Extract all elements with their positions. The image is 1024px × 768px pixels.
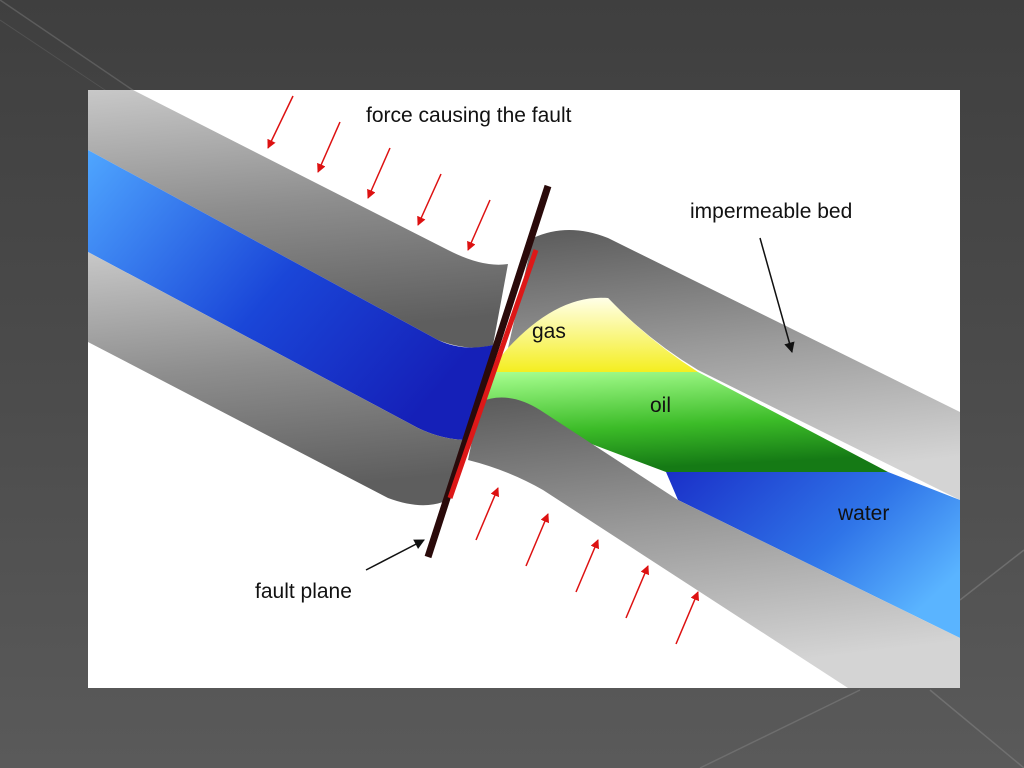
diagram-frame: force causing the fault impermeable bed … [88, 90, 960, 688]
right-lower-impermeable-bed [468, 397, 960, 688]
force-arrow [525, 513, 549, 567]
force-arrow [475, 487, 499, 541]
right-fault-block [468, 230, 960, 688]
oil-zone [480, 372, 888, 472]
fault-plane-pointer [365, 539, 425, 571]
gas-label: gas [532, 320, 566, 343]
oil-label: oil [650, 394, 671, 417]
left-upper-impermeable-bed [88, 90, 508, 348]
fault-plane-label: fault plane [255, 580, 352, 603]
left-lower-impermeable-bed [88, 252, 468, 506]
force-arrows-top [267, 95, 491, 251]
water-label: water [837, 502, 889, 525]
right-upper-impermeable-bed [508, 230, 960, 500]
force-arrow [625, 565, 649, 619]
left-aquifer [88, 150, 493, 440]
force-arrow [317, 121, 341, 173]
force-arrow [675, 591, 699, 645]
force-arrows-bottom [475, 487, 699, 645]
force-arrow [267, 95, 294, 149]
force-arrow [467, 199, 491, 251]
fault-plane-line [424, 184, 552, 559]
impermeable-bed-pointer [759, 237, 795, 354]
force-label: force causing the fault [366, 104, 572, 127]
left-fault-block [88, 90, 508, 506]
water-zone [666, 472, 960, 638]
impermeable-bed-label: impermeable bed [690, 200, 852, 223]
gas-cap [488, 297, 698, 372]
force-arrow [367, 147, 391, 199]
force-arrow [575, 539, 599, 593]
fault-trap-diagram: force causing the fault impermeable bed … [88, 90, 960, 688]
force-arrow [417, 173, 442, 226]
